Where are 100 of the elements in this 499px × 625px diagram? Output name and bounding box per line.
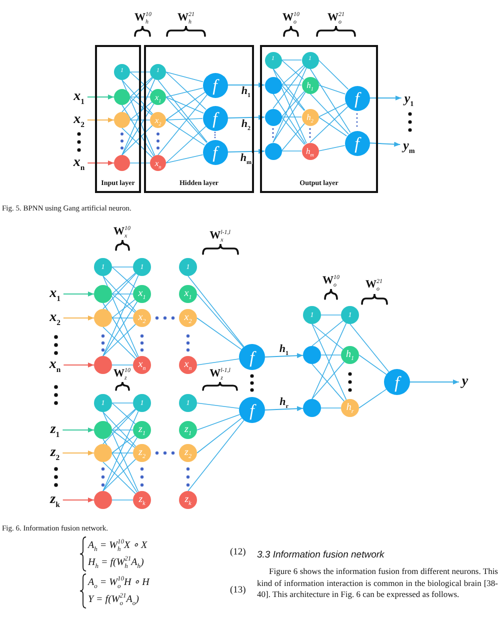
neuron: x$_{2}$ <box>179 309 197 327</box>
neuron: x$_{2}$ <box>150 112 166 128</box>
connection-line <box>112 299 136 318</box>
connection-line <box>196 418 242 454</box>
connection-line <box>112 402 136 424</box>
connection-line <box>320 314 342 316</box>
connection-line <box>112 402 134 404</box>
activation-neuron: f <box>239 397 265 423</box>
output-label: y$_{m}$ <box>403 138 415 152</box>
input-label: z$_{k}$ <box>50 493 60 507</box>
body-paragraph: Figure 6 shows the information fusion from different neurons. This kind of information interaction is common in the biological brain [38-40]. This architecture in Fig. 6 can be expressed as follows. <box>257 566 498 600</box>
neuron <box>264 142 282 160</box>
equation-number: (13) <box>230 586 246 596</box>
edge-label: h$_{m}$ <box>239 152 253 164</box>
arrow <box>227 148 265 154</box>
connection-line <box>112 272 136 294</box>
input-label: x$_{2}$ <box>74 113 84 127</box>
connection-line <box>112 430 136 448</box>
connection-line <box>166 154 204 164</box>
neuron: z$_{1}$ <box>133 421 151 439</box>
arrow <box>227 82 265 88</box>
connection-line <box>158 80 208 143</box>
edge-label: h$_{r}$ <box>278 397 290 408</box>
connection-line <box>196 294 244 348</box>
neuron <box>94 491 112 509</box>
connection-line <box>130 96 150 98</box>
connection-line <box>158 94 208 156</box>
connection-line <box>112 266 134 268</box>
activation-neuron: f <box>344 86 370 110</box>
connection-line <box>281 60 304 80</box>
arrow <box>62 498 94 502</box>
connection-line <box>112 266 136 288</box>
layer-box <box>144 45 254 193</box>
edge-label: h$_{1}$ <box>278 344 290 356</box>
neuron: z$_{k}$ <box>179 491 197 509</box>
neuron <box>94 285 112 303</box>
connection-line <box>310 68 351 133</box>
connection-line <box>130 96 152 116</box>
connection-line <box>130 102 152 120</box>
connection-line <box>318 116 348 136</box>
arrow <box>410 380 460 384</box>
equation: A$_{o}$ = W$_{o}$$^{10}$H ∘ H <box>88 578 150 588</box>
connection-line <box>358 388 387 408</box>
arrow <box>62 450 94 456</box>
connection-line <box>166 96 204 114</box>
connection-line <box>281 84 305 112</box>
input-label: x$_{2}$ <box>50 311 60 325</box>
activation-neuron: f <box>202 106 228 130</box>
connection-line <box>310 106 348 143</box>
neuron <box>94 444 112 462</box>
connection-line <box>188 420 244 492</box>
edge-label: h$_{2}$ <box>240 118 252 130</box>
neuron: z$_{k}$ <box>133 491 151 509</box>
equation: H$_{h}$ = f(W$_{h}$$^{21}$A$_{h}$) <box>88 558 144 568</box>
input-label: x$_{1}$ <box>74 90 84 104</box>
neuron <box>114 89 130 105</box>
activation-neuron: f <box>384 369 410 395</box>
neuron: z$_{2}$ <box>179 444 197 462</box>
connection-line <box>166 126 206 164</box>
equation-number: (12) <box>230 548 246 558</box>
input-label: z$_{1}$ <box>50 423 60 437</box>
neuron: x$_{1}$ <box>150 89 166 105</box>
neuron: z$_{1}$ <box>179 421 197 439</box>
output-label: y <box>462 375 468 389</box>
connection-line <box>196 318 242 350</box>
connection-line <box>281 65 304 86</box>
connection-line <box>112 435 136 454</box>
neuron: z$_{2}$ <box>133 444 151 462</box>
connection-line <box>112 294 136 313</box>
edge-label: h$_{1}$ <box>240 86 252 97</box>
connection-line <box>166 96 208 144</box>
neuron <box>94 356 112 374</box>
connection-line <box>320 354 342 356</box>
connection-line <box>281 90 305 118</box>
activation-neuron: f <box>239 344 265 370</box>
neuron: x$_{2}$ <box>133 309 151 327</box>
connection-line <box>130 76 152 98</box>
arrow <box>369 142 401 147</box>
activation-neuron: f <box>202 72 228 98</box>
connection-line <box>196 402 240 409</box>
connection-line <box>166 88 204 98</box>
neuron <box>303 346 321 364</box>
connection-line <box>281 116 305 145</box>
activation-neuron: f <box>344 130 370 156</box>
connection-line <box>196 414 240 430</box>
arrow <box>264 353 304 358</box>
connection-line <box>318 60 348 90</box>
neuron <box>114 112 130 128</box>
neuron: h$_{m}$ <box>302 142 318 160</box>
connection-line <box>281 84 302 86</box>
neuron: x$_{n}$ <box>179 356 197 374</box>
neuron <box>94 421 112 439</box>
equation: A$_{h}$ = W$_{h}$$^{10}$X ∘ X <box>88 541 148 551</box>
neuron: h$_{2}$ <box>302 108 318 126</box>
connection-line <box>281 123 305 152</box>
arrow <box>87 160 114 166</box>
neuron <box>264 76 282 94</box>
activation-neuron: f <box>202 140 228 164</box>
neuron <box>303 399 321 417</box>
arrow <box>86 94 114 100</box>
